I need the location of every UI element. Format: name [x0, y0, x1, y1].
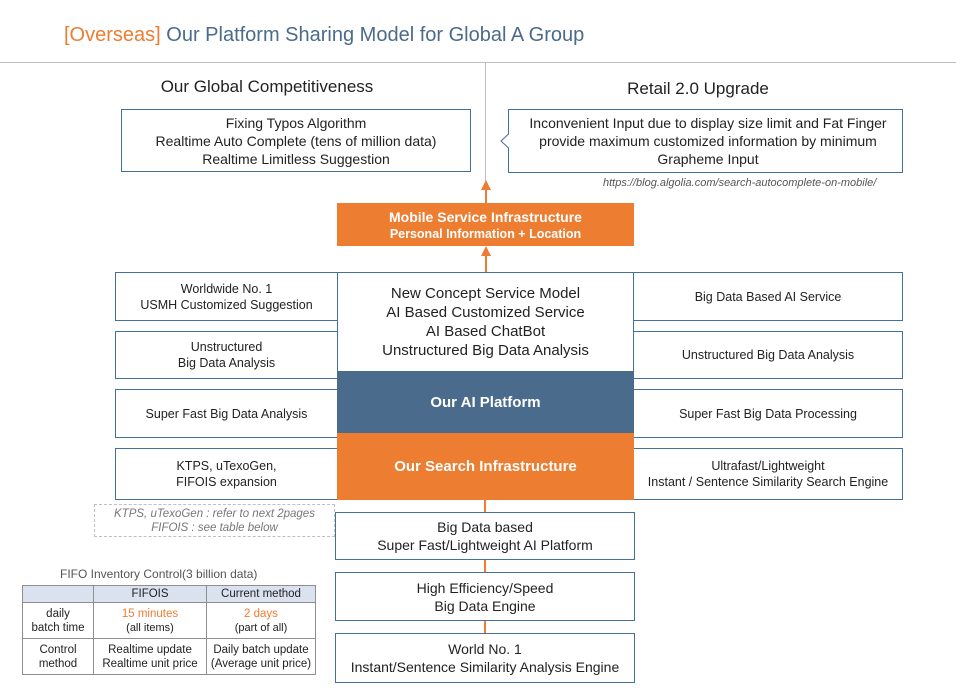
- right-box-line: Unstructured Big Data Analysis: [681, 348, 855, 362]
- up-arrow-icon: [481, 180, 491, 204]
- mobile-infrastructure-box: Mobile Service Infrastructure Personal I…: [337, 203, 634, 246]
- retail-box: Inconvenient Input due to display size l…: [510, 109, 906, 172]
- table-row-label: Control method: [22, 638, 94, 675]
- source-url: https://blog.algolia.com/search-autocomp…: [603, 177, 877, 189]
- left-box-line: Big Data Analysis: [177, 356, 276, 370]
- table-row-label: daily batch time: [22, 602, 94, 639]
- service-model-line: Unstructured Big Data Analysis: [382, 342, 589, 359]
- up-arrow-icon: [481, 246, 491, 274]
- left-box-suggestion: Worldwide No. 1 USMH Customized Suggesti…: [115, 272, 338, 321]
- bottom-box-line: World No. 1: [448, 641, 522, 657]
- left-box-line: KTPS, uTexoGen,: [176, 459, 277, 473]
- table-cell-fifois: 15 minutes (all items): [93, 602, 207, 639]
- right-box-line: Instant / Sentence Similarity Search Eng…: [647, 475, 889, 489]
- bottom-box-line: High Efficiency/Speed: [416, 579, 554, 596]
- service-model-line: AI Based Customized Service: [386, 304, 585, 321]
- bottom-box-line: Instant/Sentence Similarity Analysis Eng…: [350, 659, 620, 675]
- page-title: [Overseas] Our Platform Sharing Model fo…: [64, 24, 584, 47]
- title-divider: [0, 62, 956, 63]
- title-text: Our Platform Sharing Model for Global A …: [160, 24, 585, 46]
- mobile-infra-title: Mobile Service Infrastructure: [389, 208, 582, 225]
- big-data-engine-box: High Efficiency/Speed Big Data Engine: [335, 572, 635, 621]
- table-header-cell: FIFOIS: [93, 585, 207, 603]
- similarity-engine-box: World No. 1 Instant/Sentence Similarity …: [335, 633, 635, 683]
- note-line: KTPS, uTexoGen : refer to next 2pages: [114, 508, 315, 520]
- table-header-row: FIFOIS Current method: [22, 585, 316, 603]
- right-heading: Retail 2.0 Upgrade: [627, 79, 769, 98]
- table-row: Control method Realtime update Realtime …: [22, 638, 316, 675]
- right-box-line: Super Fast Big Data Processing: [679, 406, 857, 421]
- table-cell-current: 2 days (part of all): [206, 602, 316, 639]
- connector-line: [484, 560, 486, 572]
- right-box-ai-service: Big Data Based AI Service: [633, 272, 903, 321]
- retail-line: Inconvenient Input due to display size l…: [529, 114, 887, 131]
- left-box-ktps: KTPS, uTexoGen, FIFOIS expansion: [115, 448, 338, 500]
- right-box-unstructured: Unstructured Big Data Analysis: [633, 331, 903, 379]
- mobile-infra-subtitle: Personal Information + Location: [389, 226, 582, 241]
- left-box-line: Super Fast Big Data Analysis: [145, 406, 308, 421]
- bottom-box-line: Big Data based: [437, 519, 533, 535]
- right-box-processing: Super Fast Big Data Processing: [633, 389, 903, 438]
- left-heading: Our Global Competitiveness: [160, 77, 374, 96]
- left-box-line: USMH Customized Suggestion: [140, 297, 313, 312]
- fifo-table: FIFOIS Current method daily batch time 1…: [22, 585, 316, 675]
- right-box-line: Ultrafast/Lightweight: [711, 459, 825, 473]
- title-tag: [Overseas]: [64, 24, 161, 46]
- reference-note: KTPS, uTexoGen : refer to next 2pages FI…: [94, 504, 335, 537]
- competitiveness-line: Fixing Typos Algorithm: [225, 114, 367, 131]
- center-divider: [485, 63, 486, 191]
- note-line: FIFOIS : see table below: [151, 522, 278, 534]
- table-cell-fifois: Realtime update Realtime unit price: [93, 638, 207, 675]
- table-caption: FIFO Inventory Control(3 billion data): [60, 567, 258, 581]
- service-model-line: New Concept Service Model: [390, 285, 581, 302]
- left-box-line: Unstructured: [190, 340, 263, 354]
- left-box-line: Worldwide No. 1: [180, 281, 273, 296]
- competitiveness-line: Realtime Auto Complete (tens of million …: [155, 132, 437, 149]
- table-header-cell: Current method: [206, 585, 316, 603]
- connector-line: [484, 500, 486, 512]
- left-box-line: FIFOIS expansion: [176, 475, 277, 489]
- left-box-analysis: Super Fast Big Data Analysis: [115, 389, 338, 438]
- table-cell-current: Daily batch update (Average unit price): [206, 638, 316, 675]
- bottom-box-line: Big Data Engine: [434, 597, 536, 614]
- competitiveness-box: Fixing Typos Algorithm Realtime Auto Com…: [121, 109, 471, 172]
- table-header-cell: [22, 585, 94, 603]
- right-box-search-engine: Ultrafast/Lightweight Instant / Sentence…: [633, 448, 903, 500]
- ai-platform-box: Our AI Platform: [337, 371, 634, 433]
- ai-platform-base-box: Big Data based Super Fast/Lightweight AI…: [335, 512, 635, 560]
- retail-line: Grapheme Input: [657, 150, 759, 167]
- search-infrastructure-box: Our Search Infrastructure: [337, 433, 634, 500]
- connector-line: [484, 621, 486, 633]
- table-row: daily batch time 15 minutes (all items) …: [22, 602, 316, 639]
- retail-bubble-shape: [500, 109, 903, 173]
- right-box-line: Big Data Based AI Service: [694, 289, 842, 304]
- left-box-unstructured: Unstructured Big Data Analysis: [115, 331, 338, 379]
- competitiveness-line: Realtime Limitless Suggestion: [202, 150, 390, 167]
- service-model-box: New Concept Service Model AI Based Custo…: [337, 272, 634, 372]
- service-model-line: AI Based ChatBot: [425, 323, 546, 340]
- bottom-box-line: Super Fast/Lightweight AI Platform: [377, 537, 593, 553]
- retail-line: provide maximum customized information b…: [539, 132, 877, 149]
